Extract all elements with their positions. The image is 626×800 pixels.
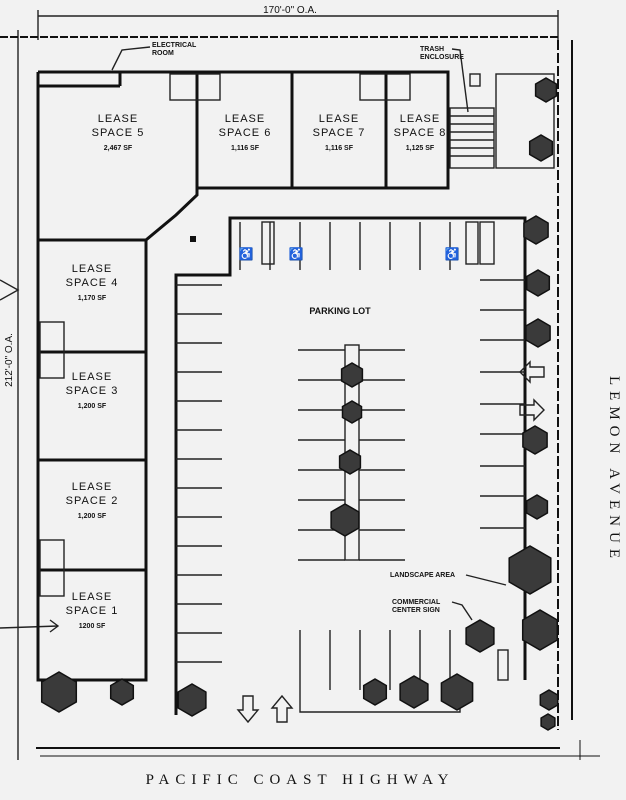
- trash-enclosure-label: TRASH: [420, 46, 444, 53]
- tree-icon: [540, 713, 556, 731]
- tree-icon: [338, 449, 362, 475]
- left-dimension: 212'-0" O.A.: [0, 30, 60, 760]
- parking-lot: PARKING LOT ♿ ♿ ♿: [174, 216, 527, 715]
- lease-space-label: LEASE: [72, 371, 112, 383]
- lease-space-number: SPACE 1: [66, 605, 119, 617]
- lease-space-number: SPACE 6: [219, 127, 272, 139]
- tree-icon: [539, 689, 559, 711]
- accessible-parking-icon: ♿: [239, 247, 254, 261]
- tree-icon: [525, 494, 549, 520]
- top-dimension: 170'-0" O.A.: [37, 5, 559, 40]
- width-dimension: 170'-0" O.A.: [263, 5, 317, 16]
- lease-space-area: 1,116 SF: [231, 145, 260, 152]
- tree-icon: [341, 400, 363, 424]
- arrow-left-icon: [519, 360, 545, 384]
- lease-space-area: 1,125 SF: [406, 145, 435, 152]
- tree-icon: [109, 678, 135, 706]
- lease-space-area: 2,467 SF: [104, 145, 133, 152]
- lease-space-area: 1200 SF: [79, 623, 106, 630]
- landscape-trees: [40, 77, 559, 731]
- lease-space-5: LEASE SPACE 5 2,467 SF: [92, 113, 145, 152]
- lease-space-label: LEASE: [400, 113, 440, 125]
- tree-icon: [465, 619, 495, 653]
- tree-icon: [440, 673, 474, 711]
- lease-space-6: LEASE SPACE 6 1,116 SF: [219, 113, 272, 152]
- lease-space-label: LEASE: [72, 591, 112, 603]
- tree-icon: [362, 678, 388, 706]
- street-pacific-coast-highway: PACIFIC COAST HIGHWAY: [146, 772, 455, 788]
- lease-space-label: LEASE: [319, 113, 359, 125]
- arrow-right-icon: [519, 398, 545, 422]
- commercial-sign-label: COMMERCIAL: [392, 599, 441, 606]
- depth-dimension: 212'-0" O.A.: [4, 333, 15, 387]
- trash-enclosure: [449, 73, 555, 169]
- lease-space-number: SPACE 5: [92, 127, 145, 139]
- electrical-room-label-2: ROOM: [152, 50, 174, 57]
- lease-space-number: SPACE 4: [66, 277, 119, 289]
- tree-icon: [340, 362, 364, 388]
- tree-icon: [534, 77, 558, 103]
- lease-space-3: LEASE SPACE 3 1,200 SF: [66, 371, 119, 410]
- arrow-down-icon: [236, 695, 260, 724]
- lease-space-4: LEASE SPACE 4 1,170 SF: [66, 263, 119, 302]
- lease-space-number: SPACE 7: [313, 127, 366, 139]
- arrow-up-icon: [270, 694, 294, 723]
- lease-space-area: 1,116 SF: [325, 145, 354, 152]
- accessible-parking-icon: ♿: [445, 247, 460, 261]
- parking-lot-label: PARKING LOT: [309, 306, 371, 316]
- lease-space-7: LEASE SPACE 7 1,116 SF: [313, 113, 366, 152]
- lease-space-8: LEASE SPACE 8 1,125 SF: [394, 113, 447, 152]
- tree-icon: [40, 671, 78, 713]
- building: [36, 70, 555, 682]
- lease-space-area: 1,200 SF: [78, 403, 107, 410]
- landscape-area-label: LANDSCAPE AREA: [390, 572, 455, 579]
- lease-space-number: SPACE 3: [66, 385, 119, 397]
- commercial-sign-label-2: CENTER SIGN: [392, 607, 440, 614]
- lease-space-label: LEASE: [98, 113, 138, 125]
- lease-space-number: SPACE 2: [66, 495, 119, 507]
- tree-icon: [528, 134, 554, 162]
- lease-space-1: LEASE SPACE 1 1200 SF: [66, 591, 119, 630]
- lease-space-label: LEASE: [72, 263, 112, 275]
- lease-space-label: LEASE: [72, 481, 112, 493]
- lease-space-area: 1,170 SF: [78, 295, 107, 302]
- accessible-parking-icon: ♿: [289, 247, 304, 261]
- tree-icon: [523, 215, 549, 245]
- electrical-room-label: ELECTRICAL: [152, 42, 197, 49]
- tree-icon: [521, 609, 559, 651]
- tree-icon: [525, 269, 551, 297]
- tree-icon: [330, 503, 360, 537]
- tree-icon: [508, 545, 552, 595]
- lease-space-area: 1,200 SF: [78, 513, 107, 520]
- lease-space-number: SPACE 8: [394, 127, 447, 139]
- lease-space-2: LEASE SPACE 2 1,200 SF: [66, 481, 119, 520]
- tree-icon: [525, 318, 551, 348]
- trash-enclosure-label-2: ENCLOSURE: [420, 54, 464, 61]
- lease-space-label: LEASE: [225, 113, 265, 125]
- tree-icon: [522, 425, 548, 455]
- street-lemon-avenue: LEMON AVENUE: [606, 376, 622, 564]
- tree-icon: [177, 683, 207, 717]
- tree-icon: [399, 675, 429, 709]
